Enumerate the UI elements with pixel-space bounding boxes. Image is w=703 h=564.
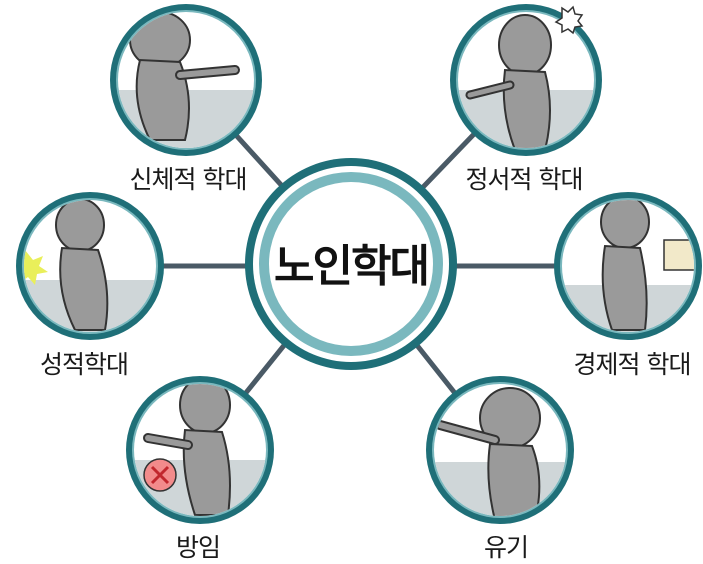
node-financial <box>554 192 702 340</box>
node-neglect <box>126 376 274 524</box>
elder-figure-icon <box>129 12 240 141</box>
label-abandonment: 유기 <box>483 533 529 562</box>
label-financial-abuse: 경제적 학대 <box>573 350 692 379</box>
node-sexual <box>16 192 164 340</box>
elder-figure-icon <box>143 384 231 516</box>
center-hub <box>245 158 457 370</box>
elder-figure-icon <box>600 200 650 331</box>
label-physical-abuse: 신체적 학대 <box>129 165 248 194</box>
node-abandonment <box>426 376 574 524</box>
center-title: 노인학대 <box>274 241 430 292</box>
banknote-icon <box>663 239 694 271</box>
elder-figure-icon <box>435 387 541 516</box>
elder-figure-icon <box>465 14 552 148</box>
label-neglect: 방임 <box>175 533 221 562</box>
node-emotional <box>450 4 602 156</box>
node-physical <box>110 4 262 156</box>
elder-figure-icon <box>55 200 109 331</box>
label-emotional-abuse: 정서적 학대 <box>465 165 584 194</box>
label-sexual-abuse: 성적학대 <box>39 350 129 379</box>
anger-burst-icon <box>554 5 584 35</box>
forbidden-x-icon <box>143 458 177 492</box>
